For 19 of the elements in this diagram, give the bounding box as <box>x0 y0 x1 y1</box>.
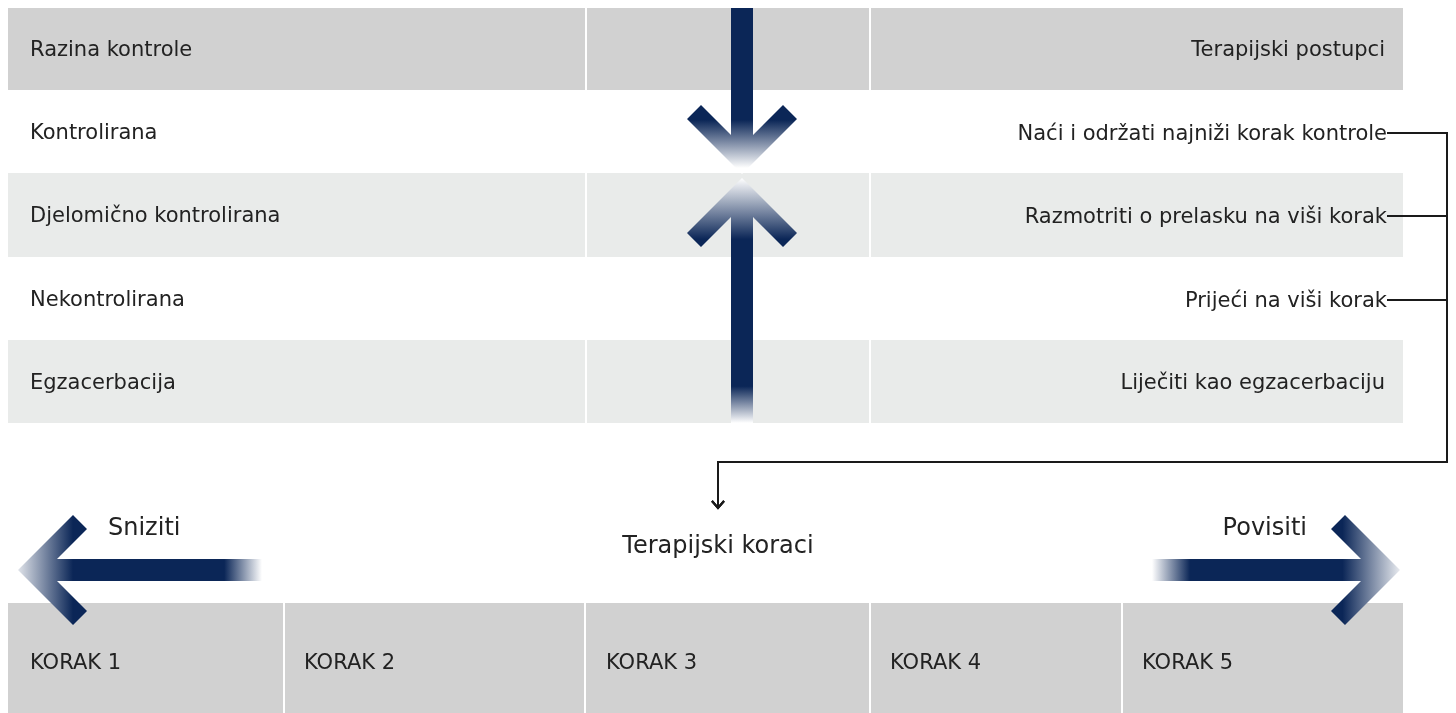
column-header: Razina kontrole <box>30 36 193 62</box>
row-label: Kontrolirana <box>30 119 158 145</box>
step-label: KORAK 5 <box>1142 649 1234 675</box>
action-text: Razmotriti o prelasku na viši korak <box>1024 203 1387 229</box>
step-label: KORAK 1 <box>30 649 122 675</box>
connector-line <box>711 299 1448 509</box>
step-label: KORAK 3 <box>606 649 698 675</box>
column-header: Terapijski postupci <box>1191 36 1385 62</box>
step-label: KORAK 4 <box>890 649 982 675</box>
arrow-label: Sniziti <box>108 512 181 542</box>
action-text: Naći i održati najniži korak kontrole <box>1017 120 1387 146</box>
arrow-label: Povisiti <box>1222 512 1307 542</box>
step-label: KORAK 2 <box>304 649 396 675</box>
row-label: Egzacerbacija <box>30 369 176 395</box>
section-heading: Terapijski koraci <box>622 508 814 560</box>
row-label: Djelomično kontrolirana <box>30 202 281 228</box>
action-text: Liječiti kao egzacerbaciju <box>1120 369 1385 395</box>
row-label: Nekontrolirana <box>30 286 185 312</box>
action-text: Prijeći na viši korak <box>1184 287 1387 313</box>
